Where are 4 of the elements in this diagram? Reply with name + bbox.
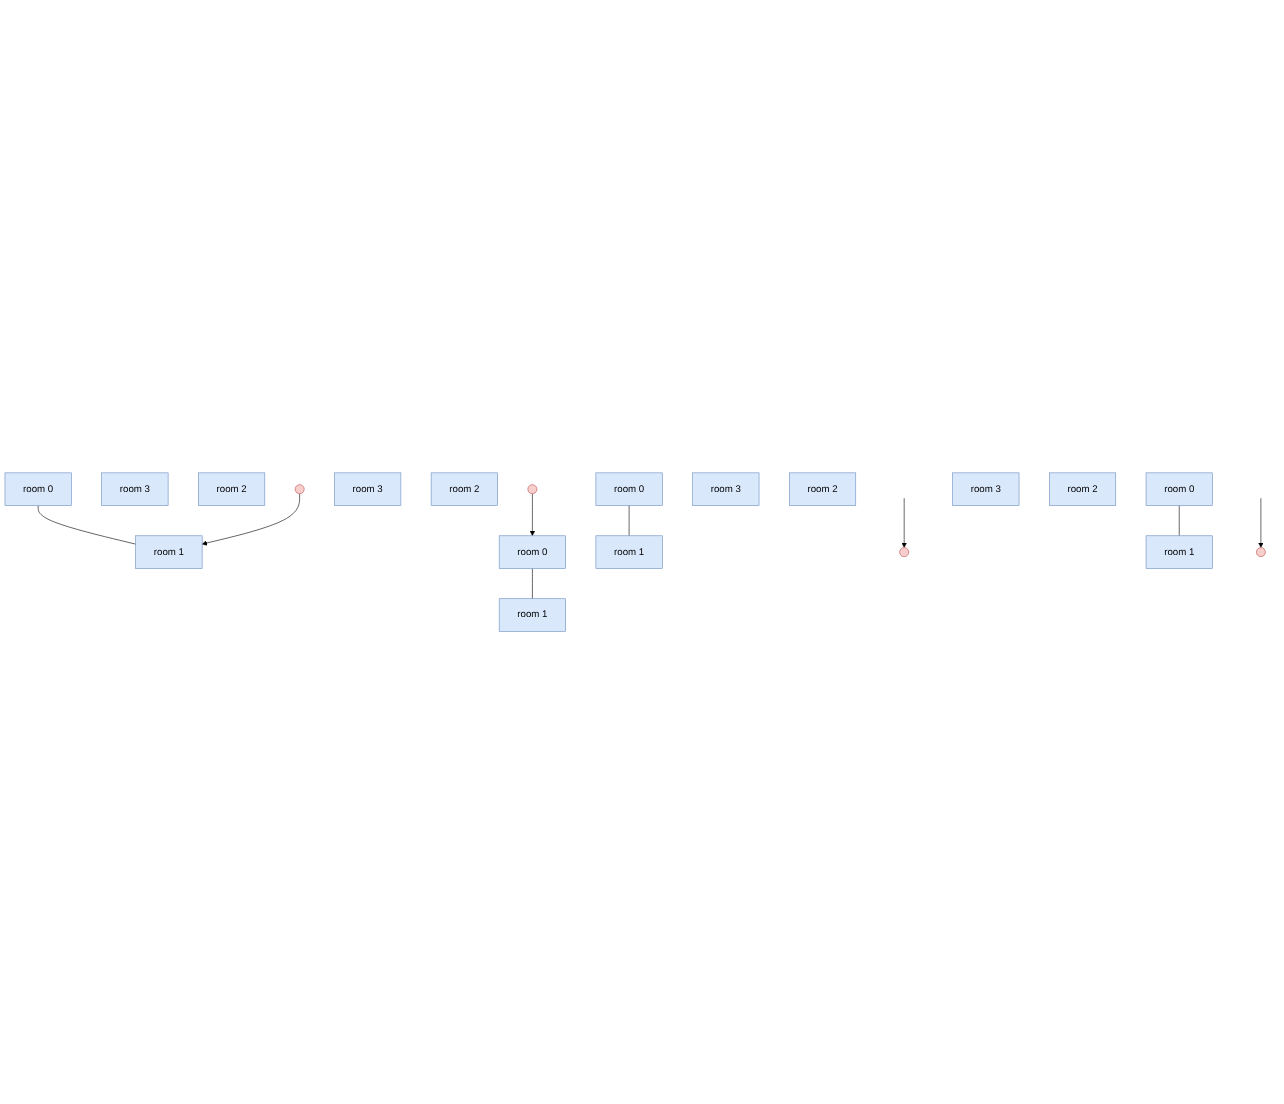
node-circle [899,547,909,557]
node-circle [294,484,305,494]
node-circle [527,484,538,494]
node-circle [1256,547,1266,557]
